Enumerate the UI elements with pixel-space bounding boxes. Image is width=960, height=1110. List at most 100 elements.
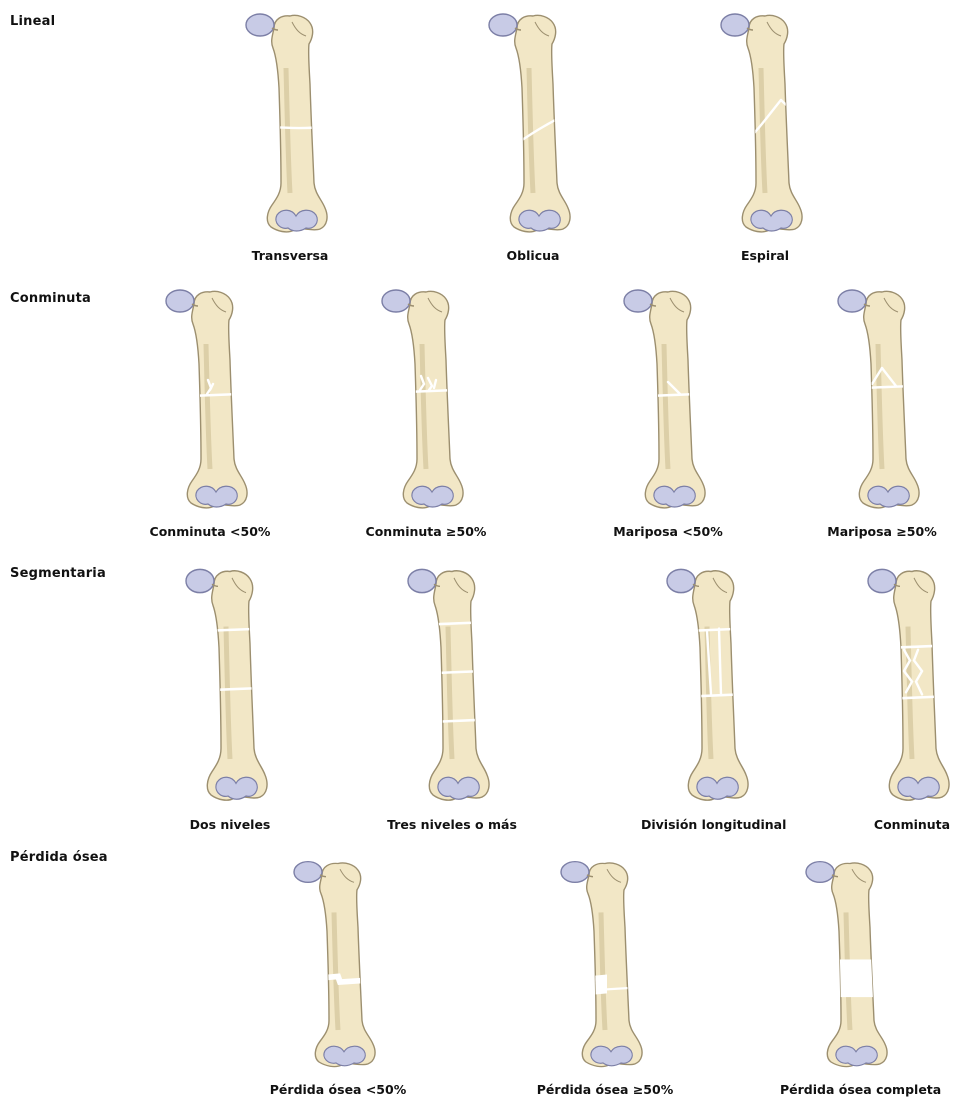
femoral-head [166,290,194,312]
femur-item-tres-niveles: Tres niveles o más [382,563,522,832]
item-caption: Oblicua [463,248,603,263]
femur-bone [403,291,463,508]
femur-item-perdida-completa: Pérdida ósea completa [780,856,920,1097]
femur-illustration [705,8,825,244]
fracture-line [430,622,482,624]
row-title-lineal: Lineal [10,14,55,29]
femur-illustration [822,284,942,520]
fracture-line [862,386,912,388]
femur-bone [645,291,705,508]
femur-shaft [429,571,489,800]
femoral-head [838,290,866,312]
femoral-head [382,290,410,312]
femoral-head [667,569,695,592]
femur-bone [429,571,489,800]
femur-bone [742,15,802,232]
fracture-line [432,671,482,673]
femur-bone [889,571,949,800]
femur-shaft [889,571,949,800]
femur-item-dos-niveles: Dos niveles [160,563,300,832]
femur-illustration [790,856,910,1078]
fracture-line [270,127,320,128]
bone-defect [587,975,607,996]
row-title-conminuta: Conminuta [10,291,91,306]
femur-illustration [392,563,512,813]
fracture-lines [270,127,320,128]
fracture-line [210,688,260,690]
femur-shaft [207,571,267,800]
item-caption: Dos niveles [160,817,300,832]
fracture-lines [820,959,890,997]
femur-shaft [582,863,642,1067]
femoral-head [721,14,749,36]
femur-illustration [278,856,398,1078]
femur-illustration [651,563,771,813]
femur-illustration [230,8,350,244]
femoral-head [561,862,589,883]
femur-illustration [608,284,728,520]
item-caption: Pérdida ósea completa [780,1082,920,1097]
fracture-line [892,646,942,648]
femur-item-division-longitudinal: División longitudinal [641,563,781,832]
femur-shaft [267,15,327,232]
femoral-head [624,290,652,312]
item-caption: Mariposa ≥50% [812,524,952,539]
femur-shaft [403,291,463,508]
femoral-head [186,569,214,592]
femur-bone [582,863,642,1067]
item-caption: Pérdida ósea ≥50% [535,1082,675,1097]
item-caption: Espiral [695,248,835,263]
femoral-head [408,569,436,592]
femur-illustration [852,563,960,813]
femur-shaft [645,291,705,508]
femur-bone [688,571,748,800]
femur-shaft [187,291,247,508]
fracture-line [648,394,698,396]
item-caption: Conminuta [842,817,960,832]
femur-item-perdida-large: Pérdida ósea ≥50% [535,856,675,1097]
femur-bone [510,15,570,232]
femoral-head [294,862,322,883]
femoral-head [489,14,517,36]
femur-item-segmentaria-conminuta: Conminuta [842,563,960,832]
row-title-segmentaria: Segmentaria [10,566,106,581]
femur-illustration [473,8,593,244]
femur-illustration [366,284,486,520]
fracture-line [208,629,260,631]
item-caption: Mariposa <50% [598,524,738,539]
femur-bone [315,863,375,1067]
femoral-head [806,862,834,883]
item-caption: División longitudinal [641,817,781,832]
femur-bone [207,571,267,800]
femur-item-conminuta-large: Conminuta ≥50% [356,284,496,539]
femoral-head [868,569,896,592]
femoral-head [246,14,274,36]
item-caption: Tres niveles o más [382,817,522,832]
row-title-perdida-osea: Pérdida ósea [10,850,108,865]
femur-item-oblicua: Oblicua [463,8,603,263]
femur-bone [267,15,327,232]
femur-item-conminuta-small: Conminuta <50% [140,284,280,539]
femur-bone [187,291,247,508]
fracture-line [190,394,240,396]
femur-shaft [688,571,748,800]
item-caption: Transversa [220,248,360,263]
femur-item-espiral: Espiral [695,8,835,263]
femur-item-transversa: Transversa [220,8,360,263]
femur-illustration [545,856,665,1078]
femur-shaft [859,291,919,508]
bone-defect [820,959,890,997]
femur-shaft [315,863,375,1067]
item-caption: Conminuta ≥50% [356,524,496,539]
femur-item-mariposa-small: Mariposa <50% [598,284,738,539]
femur-item-perdida-small: Pérdida ósea <50% [268,856,408,1097]
fracture-line [406,390,456,392]
item-caption: Conminuta <50% [140,524,280,539]
femur-item-mariposa-large: Mariposa ≥50% [812,284,952,539]
femur-shaft [742,15,802,232]
item-caption: Pérdida ósea <50% [268,1082,408,1097]
femur-bone [859,291,919,508]
femur-illustration [150,284,270,520]
femur-illustration [170,563,290,813]
